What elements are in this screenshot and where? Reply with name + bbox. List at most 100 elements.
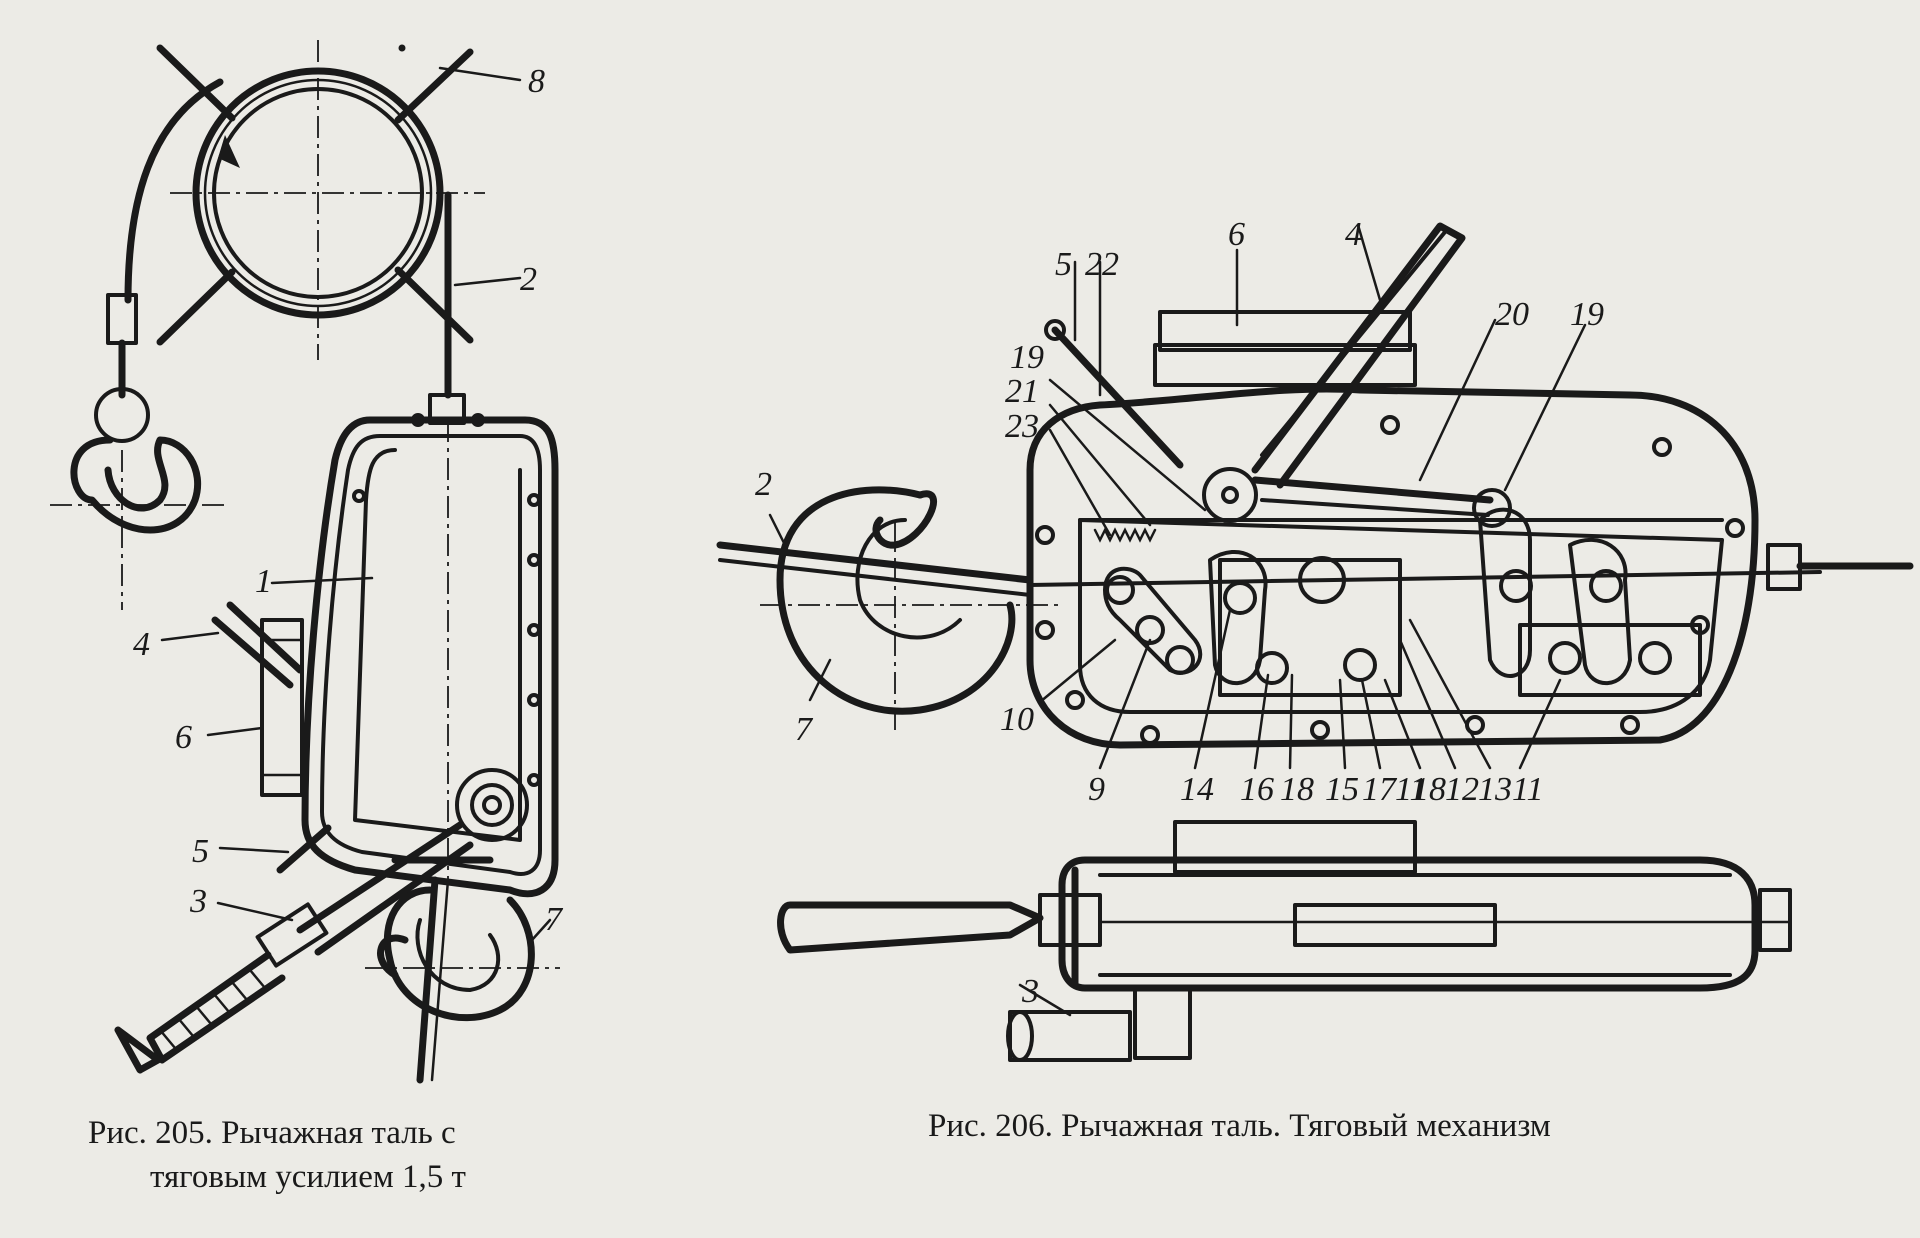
lower-hook-outer bbox=[383, 886, 535, 1022]
leader-7 bbox=[530, 918, 552, 942]
label-3: 3 bbox=[189, 883, 207, 920]
jaw-pin bbox=[1638, 641, 1672, 675]
label-5: 5 bbox=[192, 833, 209, 870]
jaw-link-pin bbox=[1343, 648, 1377, 682]
leader-12 bbox=[1398, 638, 1457, 770]
part-4-lever-b bbox=[226, 601, 304, 674]
label-4: 4 bbox=[133, 626, 150, 663]
lower-rope bbox=[416, 876, 439, 1084]
tv-top-plate bbox=[1173, 820, 1417, 874]
lower-hook-inner bbox=[415, 918, 501, 992]
label-7: 7 bbox=[795, 711, 814, 748]
tv-hook bbox=[777, 901, 1044, 954]
label-3-tv: 3 bbox=[1021, 973, 1039, 1010]
jaw-pin bbox=[1105, 575, 1135, 605]
top-plate-base bbox=[1153, 343, 1417, 387]
hoist-body-outer bbox=[301, 416, 559, 898]
jaw-plate-10 bbox=[1103, 566, 1203, 675]
tv-slot bbox=[1293, 903, 1497, 947]
rivet bbox=[527, 693, 541, 707]
arm-5-knob bbox=[1044, 319, 1066, 341]
rivet bbox=[527, 623, 541, 637]
label-23: 23 bbox=[1005, 408, 1039, 445]
leader-16 bbox=[1253, 673, 1270, 770]
arrow-marker bbox=[218, 135, 240, 168]
figure-206-top-view: 3 bbox=[777, 820, 1792, 1062]
label-13: 13 bbox=[1478, 771, 1512, 808]
leader-15 bbox=[1338, 678, 1347, 770]
leader-20 bbox=[1418, 318, 1497, 482]
leader-17 bbox=[1360, 678, 1382, 770]
tv-hook-mount bbox=[1038, 893, 1102, 947]
label-6: 6 bbox=[175, 719, 192, 756]
leader-21 bbox=[1048, 403, 1152, 527]
leader-4 bbox=[1356, 223, 1382, 302]
leader-23 bbox=[1048, 428, 1112, 537]
leader-8 bbox=[438, 66, 522, 82]
lever-reel bbox=[455, 768, 529, 842]
caption-205-line1: Рис. 205. Рычажная таль с bbox=[88, 1115, 456, 1151]
label-21: 21 bbox=[1005, 373, 1039, 410]
tv-housing bbox=[1058, 856, 1759, 992]
rivet bbox=[352, 489, 366, 503]
figure-206-traction-mechanism: 4 6 5 22 20 19 19 21 23 2 7 10 9 14 16 1… bbox=[716, 216, 1914, 808]
leader-5 bbox=[218, 846, 290, 854]
rivet bbox=[527, 493, 541, 507]
label-2: 2 bbox=[755, 466, 772, 503]
rope-clamp bbox=[106, 293, 138, 345]
label-19-left: 19 bbox=[1010, 339, 1044, 376]
label-17: 17 bbox=[1362, 771, 1398, 808]
leader-1 bbox=[270, 576, 374, 585]
label-8: 8 bbox=[528, 63, 545, 100]
top-plate bbox=[1158, 310, 1412, 352]
leader-10 bbox=[1038, 638, 1117, 704]
leader-3 bbox=[216, 901, 294, 922]
lever-4-inner bbox=[1260, 230, 1447, 457]
spring bbox=[1093, 527, 1157, 543]
tv-end-cap bbox=[1758, 888, 1792, 952]
leader-13 bbox=[1408, 618, 1492, 770]
label-2: 2 bbox=[520, 261, 537, 298]
label-10: 10 bbox=[1000, 701, 1034, 738]
bolt bbox=[1035, 525, 1055, 545]
jaw-pin bbox=[1165, 645, 1195, 675]
label-18: 18 bbox=[1280, 771, 1314, 808]
lever-grip-knurl bbox=[158, 968, 267, 1050]
label-18b: 18 bbox=[1412, 771, 1446, 808]
tv-handle-end bbox=[1006, 1010, 1034, 1062]
jaw-link-14 bbox=[1208, 549, 1268, 686]
caption-205-line2: тяговым усилием 1,5 т bbox=[150, 1159, 466, 1195]
upper-hook-eye bbox=[94, 387, 150, 443]
leader-4 bbox=[160, 631, 220, 642]
link-20-b bbox=[1260, 498, 1490, 517]
bolt bbox=[1065, 690, 1085, 710]
label-20: 20 bbox=[1495, 296, 1529, 333]
jaw-pin bbox=[1499, 569, 1533, 603]
tv-handle-collar bbox=[1133, 986, 1192, 1060]
leader-19r bbox=[1503, 323, 1587, 492]
jaw-link-pin bbox=[1223, 581, 1257, 615]
caption-206: Рис. 206. Рычажная таль. Тяговый механиз… bbox=[928, 1108, 1551, 1144]
link-20 bbox=[1251, 476, 1494, 504]
cable-exit bbox=[1766, 543, 1802, 591]
figure-205-lever-hoist: 8 2 1 4 6 5 3 7 bbox=[50, 40, 564, 1084]
lever-reel-inner bbox=[470, 783, 514, 827]
label-5: 5 bbox=[1055, 246, 1072, 283]
bolt bbox=[1620, 715, 1640, 735]
rivet bbox=[527, 553, 541, 567]
hoist-body-inner bbox=[320, 434, 542, 876]
lower-rope-b bbox=[430, 878, 450, 1082]
label-1: 1 bbox=[255, 563, 272, 600]
rivet bbox=[471, 413, 485, 427]
housing-outer bbox=[1026, 385, 1759, 749]
housing-inner bbox=[1078, 518, 1724, 714]
drum-spoke-bottom-left bbox=[156, 268, 236, 346]
cable-2-in-b bbox=[718, 558, 1032, 597]
leader-11 bbox=[1518, 678, 1562, 770]
jaw-right-b bbox=[1568, 538, 1632, 686]
label-16: 16 bbox=[1240, 771, 1274, 808]
label-4: 4 bbox=[1345, 216, 1362, 253]
lever-grip bbox=[146, 951, 286, 1064]
rivet bbox=[411, 413, 425, 427]
